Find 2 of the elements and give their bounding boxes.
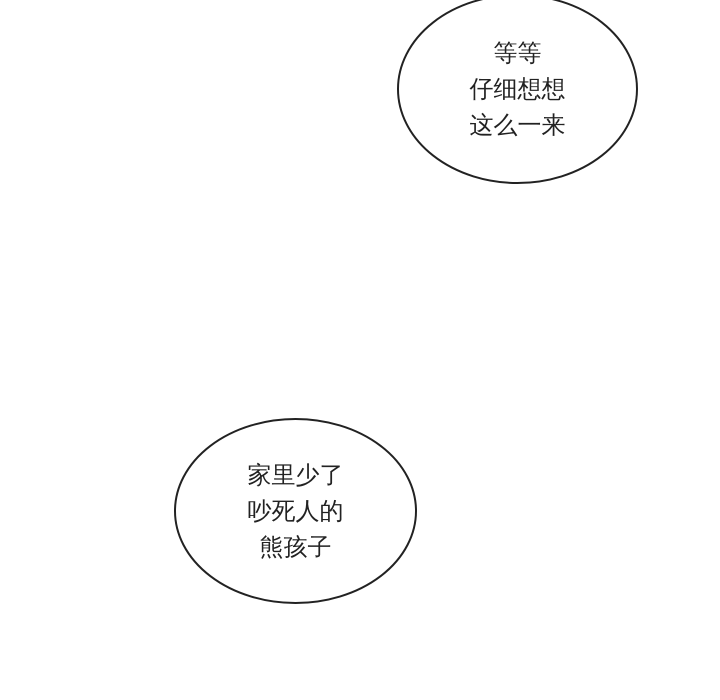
speech-text: 等等仔细想想这么一来: [470, 38, 566, 141]
speech-text: 家里少了吵死人的熊孩子: [248, 460, 344, 563]
